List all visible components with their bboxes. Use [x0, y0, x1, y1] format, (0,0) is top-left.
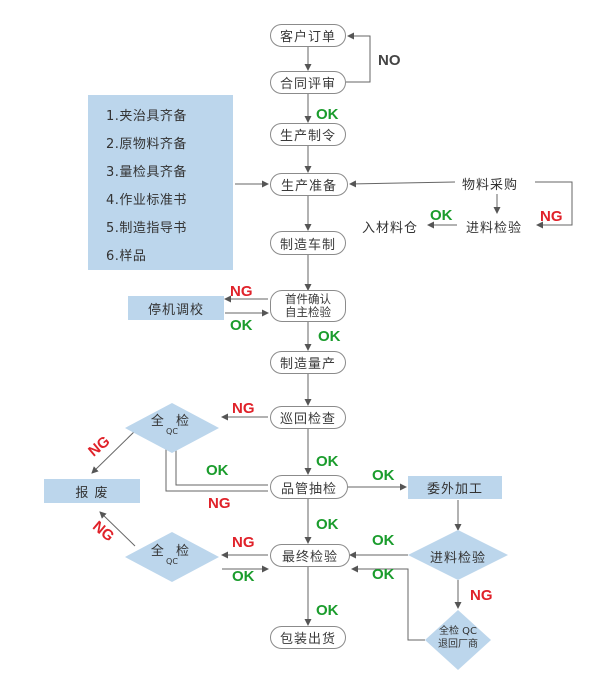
ok-label-order: OK: [316, 106, 339, 123]
return-line2: 退回厂商: [438, 639, 478, 650]
full-check-lower-text: 全 检: [150, 544, 194, 559]
ng-label-patrol: NG: [232, 400, 255, 417]
full-check-lower-shape: [125, 532, 219, 582]
ok-label-qc: OK: [316, 516, 339, 533]
customer-order-node: 客户订单: [270, 24, 346, 47]
ok-label-outsource: OK: [372, 467, 395, 484]
full-check-lower-qc: QC: [166, 557, 178, 566]
first-piece-node: 首件确认 自主检验: [270, 290, 346, 322]
full-check-upper-label: 全 检 QC: [125, 410, 219, 436]
ok-label-warehouse: OK: [430, 207, 453, 224]
full-check-lower-label: 全 检 QC: [125, 540, 219, 566]
stop-adjust-box: 停机调校: [128, 296, 224, 320]
ok-label-return: OK: [372, 566, 395, 583]
no-label: NO: [378, 52, 401, 69]
manufacture-plan-node: 制造车制: [270, 231, 346, 255]
return-line1: 全检 QC: [438, 626, 478, 637]
prep-item-5: 5.制造指导书: [106, 221, 187, 236]
full-check-upper-text: 全 检: [150, 414, 194, 429]
return-vendor-shape: [425, 610, 491, 670]
scrap-box: 报 废: [44, 479, 140, 503]
ok-label-final: OK: [316, 602, 339, 619]
ok-label-first: OK: [318, 328, 341, 345]
qc-sampling-node: 品管抽检: [270, 475, 348, 499]
prep-item-3: 3.量检具齐备: [106, 165, 187, 180]
first-piece-line2: 自主检验: [285, 305, 331, 319]
ng-label-final: NG: [232, 534, 255, 551]
final-inspection-node: 最终检验: [270, 544, 350, 567]
warehouse-text: 入材料仓: [362, 221, 419, 236]
full-check-upper-qc: QC: [166, 427, 178, 436]
incoming-inspection-text: 进料检验: [466, 221, 523, 236]
material-purchase-text: 物料采购: [462, 178, 519, 193]
ok-label-patrol: OK: [316, 453, 339, 470]
mass-production-node: 制造量产: [270, 351, 346, 374]
full-check-upper-shape: [125, 403, 219, 453]
production-prep-node: 生产准备: [270, 173, 348, 196]
first-piece-line1: 首件确认: [285, 292, 331, 306]
return-vendor-label: 全检 QC 退回厂商: [420, 625, 496, 651]
outsource-incoming-shape: [408, 530, 508, 580]
prep-item-4: 4.作业标准书: [106, 193, 187, 208]
ng-label-qc: NG: [208, 495, 231, 512]
ok-label-outsource-incoming: OK: [372, 532, 395, 549]
outsource-incoming-label: 进料检验: [429, 551, 486, 566]
ng-label-outsource-incoming: NG: [470, 587, 493, 604]
outsourcing-box: 委外加工: [408, 476, 502, 499]
ok-label-stop: OK: [230, 317, 253, 334]
prep-item-2: 2.原物料齐备: [106, 137, 187, 152]
patrol-inspection-node: 巡回检查: [270, 406, 346, 429]
packing-shipping-node: 包装出货: [270, 626, 346, 649]
ng-label-stop: NG: [230, 283, 253, 300]
ok-label-fullcheck-upper: OK: [206, 462, 229, 479]
production-order-node: 生产制令: [270, 123, 346, 146]
prep-item-6: 6.样品: [106, 249, 147, 264]
prep-item-1: 1.夹治具齐备: [106, 109, 187, 124]
ng-label-purchase: NG: [540, 208, 563, 225]
prep-checklist: 1.夹治具齐备 2.原物料齐备 3.量检具齐备 4.作业标准书 5.制造指导书 …: [88, 95, 233, 270]
contract-review-node: 合同评审: [270, 71, 346, 94]
ok-label-fullcheck-lower: OK: [232, 568, 255, 585]
